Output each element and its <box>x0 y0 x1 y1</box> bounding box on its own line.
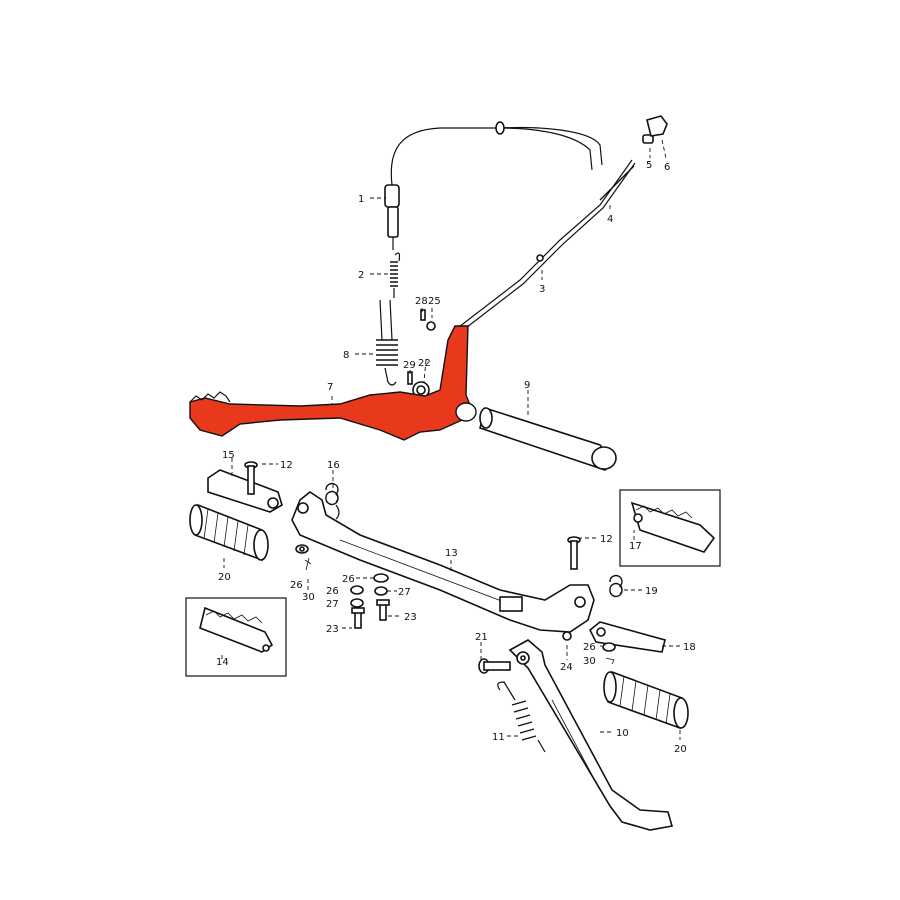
callout-16: 16 <box>327 460 340 471</box>
inset-footpeg-17 <box>619 489 721 567</box>
inset-footpeg-14 <box>185 597 287 677</box>
callout-labels: 1 2 3 4 5 6 7 8 9 10 11 12 12 13 14 15 1… <box>216 160 696 755</box>
leader-lines <box>221 139 681 740</box>
callout-20a: 20 <box>218 572 231 583</box>
stand-pivot-bolt <box>478 658 511 674</box>
callout-21: 21 <box>475 632 488 643</box>
callout-2: 2 <box>358 270 364 281</box>
callout-5: 5 <box>646 160 652 171</box>
callout-3: 3 <box>539 284 545 295</box>
callout-12b: 12 <box>600 534 613 545</box>
callout-28: 28 <box>415 296 428 307</box>
callout-20b: 20 <box>674 744 687 755</box>
side-stand-spring <box>497 681 546 753</box>
callout-27a: 27 <box>398 587 411 598</box>
callout-30a: 30 <box>302 592 315 603</box>
callout-9: 9 <box>524 380 530 391</box>
callout-26a: 26 <box>290 580 303 591</box>
footpeg-rubber-left <box>189 503 269 562</box>
callout-17: 17 <box>629 541 642 552</box>
washers-and-bolts <box>295 544 616 665</box>
callout-23a: 23 <box>326 624 339 635</box>
callout-6: 6 <box>664 162 670 173</box>
callout-4: 4 <box>607 214 613 225</box>
callout-30b: 30 <box>583 656 596 667</box>
callout-26d: 26 <box>583 642 596 653</box>
footpeg-arm-right <box>588 621 666 653</box>
side-stand <box>508 639 674 831</box>
callout-22: 22 <box>418 358 431 369</box>
callout-12a: 12 <box>280 460 293 471</box>
callout-7: 7 <box>327 382 333 393</box>
step-bar <box>291 491 595 633</box>
bolt-left <box>244 461 258 495</box>
footpeg-rubber-right <box>603 670 689 730</box>
pedal-pivot-shaft <box>479 406 617 471</box>
spring-19 <box>609 574 623 598</box>
callout-26b: 26 <box>342 574 355 585</box>
callout-26c: 26 <box>326 586 339 597</box>
brake-pedal-return-spring <box>376 299 398 386</box>
callout-15: 15 <box>222 450 235 461</box>
callout-19: 19 <box>645 586 658 597</box>
callout-10: 10 <box>616 728 629 739</box>
callout-14: 14 <box>216 657 229 668</box>
callout-24: 24 <box>560 662 573 673</box>
callout-27b: 27 <box>326 599 339 610</box>
pivot-collar <box>562 631 572 641</box>
brake-pedal-highlighted <box>189 325 477 441</box>
stop-switch-spring <box>390 252 401 298</box>
callout-13: 13 <box>445 548 458 559</box>
callout-25: 25 <box>428 296 441 307</box>
brake-cable <box>384 121 603 250</box>
callout-29: 29 <box>403 360 416 371</box>
callout-23b: 23 <box>404 612 417 623</box>
bolt-right <box>567 536 581 570</box>
pin-and-washer <box>407 309 436 399</box>
callout-18: 18 <box>683 642 696 653</box>
spring-16 <box>325 482 340 520</box>
callout-8: 8 <box>343 350 349 361</box>
callout-11: 11 <box>492 732 505 743</box>
brake-rod <box>454 115 668 335</box>
callout-1: 1 <box>358 194 364 205</box>
footpeg-arm-left <box>207 469 283 513</box>
